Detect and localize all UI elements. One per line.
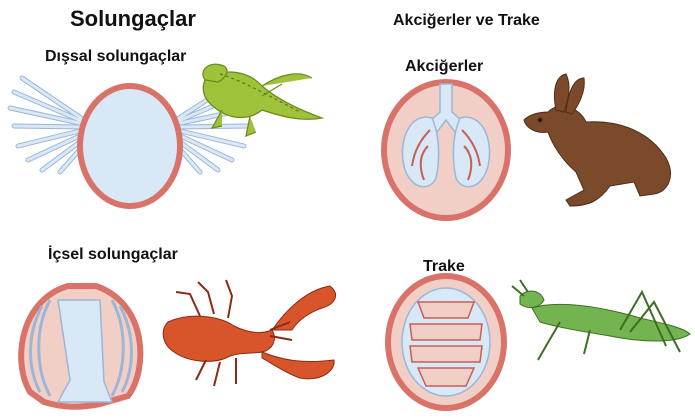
hare-icon xyxy=(524,74,670,206)
salamander-icon xyxy=(203,64,322,136)
grasshopper-icon xyxy=(512,280,690,360)
lungs-diagram xyxy=(384,82,508,218)
lobster-icon xyxy=(163,280,335,386)
internal-gills-diagram xyxy=(21,286,140,407)
trachea-diagram xyxy=(388,276,504,408)
